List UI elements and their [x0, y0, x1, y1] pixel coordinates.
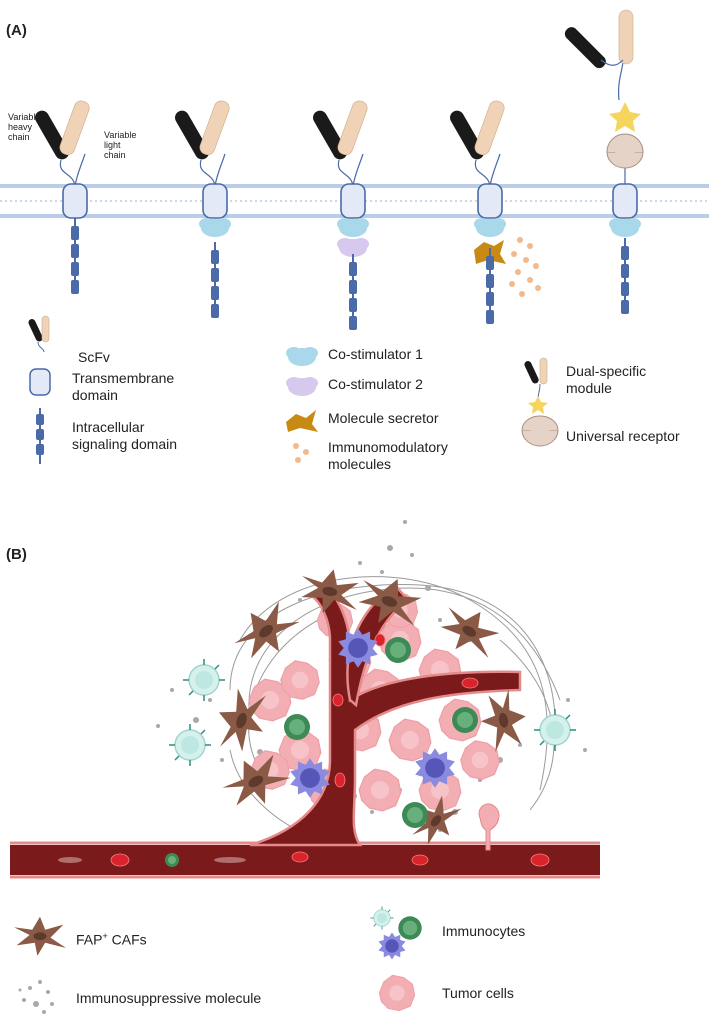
- legend-caf-suffix: CAFs: [107, 931, 147, 948]
- light-chain-line-3: chain: [104, 150, 126, 160]
- legend-scfv-icon: [28, 315, 50, 353]
- legend-costim1-icon: [286, 347, 318, 366]
- light-chain-annotation: Variable light chain: [104, 130, 136, 160]
- legend-caf-prefix: FAP: [76, 931, 103, 948]
- panel-b-label: (B): [6, 546, 27, 563]
- legend-costim1-label: Co-stimulator 1: [328, 346, 423, 362]
- legend-costim2-icon: [286, 377, 318, 396]
- legend-secretor-icon: [286, 410, 318, 432]
- legend-transmembrane-line-2: domain: [72, 387, 118, 403]
- light-chain-line-1: Variable: [104, 130, 137, 140]
- legend-costim2-label: Co-stimulator 2: [328, 376, 423, 392]
- panel-a-label: (A): [6, 22, 27, 39]
- legend-secretor-label: Molecule secretor: [328, 410, 439, 426]
- heavy-chain-line-2: heavy: [8, 122, 33, 132]
- heavy-chain-line-1: Variable: [8, 112, 41, 122]
- legend-tumor-label: Tumor cells: [442, 985, 514, 1001]
- legend-signaling-label: Intracellular signaling domain: [72, 419, 177, 453]
- legend-immunomod-icon: [293, 443, 309, 463]
- legend-tumor-icon: [378, 974, 416, 1012]
- blood-vessel: [10, 583, 600, 879]
- light-chain-line-2: light: [104, 140, 121, 150]
- legend-dual-icon: [524, 357, 548, 414]
- legend-immunomod-line-2: molecules: [328, 456, 392, 472]
- legend-signaling-icon: [36, 408, 44, 464]
- legend-transmembrane-line-1: Transmembrane: [72, 370, 175, 386]
- legend-universal-label: Universal receptor: [566, 428, 680, 444]
- legend-immunocytes-icon: [370, 906, 422, 960]
- legend-signaling-line-2: signaling domain: [72, 436, 178, 452]
- legend-scfv-label: ScFv: [78, 349, 110, 365]
- legend-immunosuppressive-label: Immunosuppressive molecule: [76, 990, 262, 1006]
- legend-immunomod-line-1: Immunomodulatory: [328, 439, 448, 455]
- legend-universal-icon: [521, 415, 559, 447]
- legend-dual-line-1: Dual-specific: [566, 363, 647, 379]
- legend-caf-superscript: +: [102, 931, 108, 941]
- legend-caf-icon: [14, 916, 67, 956]
- car-construct-4: [446, 98, 541, 325]
- legend-caf-label: FAP+ CAFs: [76, 928, 147, 949]
- legend-signaling-line-1: Intracellular: [72, 419, 145, 435]
- legend-dual-line-2: module: [566, 380, 612, 396]
- legend-immunomod-label: Immunomodulatory molecules: [328, 439, 448, 473]
- legend-transmembrane-icon: [29, 368, 51, 396]
- legend-transmembrane-label: Transmembrane domain: [72, 370, 174, 404]
- car-construct-5: [564, 9, 644, 315]
- legend-dual-label: Dual-specific module: [566, 363, 646, 397]
- legend-immunosuppressive-icon: [18, 980, 54, 1014]
- heavy-chain-line-3: chain: [8, 132, 30, 142]
- heavy-chain-annotation: Variable heavy chain: [8, 112, 40, 142]
- legend-immunocytes-label: Immunocytes: [442, 923, 526, 939]
